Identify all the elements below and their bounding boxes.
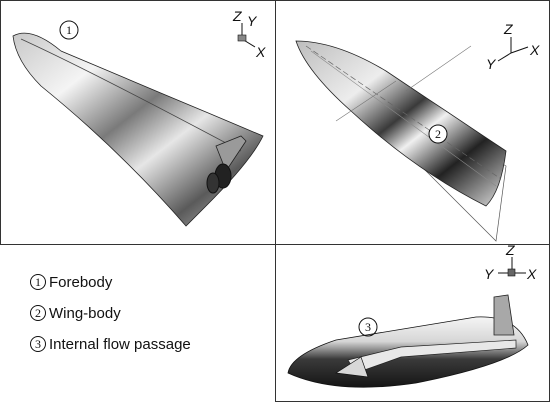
- forebody-axis-x: X: [255, 44, 266, 60]
- wingbody-axis-y: Y: [486, 56, 497, 72]
- flowpath-tail-fin: [493, 294, 515, 336]
- wingbody-axis-x: X: [529, 42, 540, 58]
- legend-mark: 2: [30, 305, 46, 321]
- legend-item-wingbody: 2 Wing-body: [30, 299, 260, 327]
- forebody-number-circle: [59, 20, 79, 40]
- flowpath-number-circle: [358, 317, 378, 337]
- flowpath-drawing: 3 Z X Y: [287, 245, 537, 388]
- wingbody-panel: 2 Z X Y: [275, 0, 550, 245]
- wingbody-shape: [295, 40, 507, 207]
- forebody-axis-y: Y: [247, 13, 258, 29]
- wingbody-drawing: 2 Z X Y: [295, 21, 540, 242]
- legend-item-flow-passage: 3 Internal flow passage: [30, 330, 260, 358]
- flowpath-panel: 3 Z X Y: [275, 244, 550, 402]
- legend-mark: 3: [30, 336, 46, 352]
- forebody-ridge-line: [20, 38, 242, 152]
- flowpath-axis-x: X: [526, 266, 537, 282]
- wingbody-centerline-2: [310, 50, 497, 187]
- legend-label: Wing-body: [49, 304, 121, 322]
- flowpath-axis-z: Z: [505, 245, 515, 258]
- wingbody-section-line: [335, 45, 472, 122]
- wingbody-axis-z: Z: [503, 21, 513, 37]
- forebody-number: 1: [66, 23, 72, 37]
- forebody-engine-outlet-2: [206, 172, 220, 194]
- forebody-drawing: 1 Z Y X: [12, 8, 266, 227]
- wingbody-number: 2: [435, 127, 441, 141]
- forebody-panel: 1 Z Y X: [0, 0, 276, 245]
- legend-mark: 1: [30, 274, 46, 290]
- forebody-axis-z: Z: [232, 8, 242, 24]
- legend-label: Internal flow passage: [49, 335, 191, 353]
- flowpath-axis-triad: Z X Y: [484, 245, 537, 282]
- wingbody-axis-triad: Z X Y: [486, 21, 540, 72]
- forebody-tail-fin: [215, 135, 247, 172]
- legend-label: Forebody: [49, 273, 113, 291]
- forebody-shape: [12, 32, 264, 227]
- legend-item-forebody: 1 Forebody: [30, 268, 260, 296]
- flowpath-number: 3: [365, 320, 371, 334]
- wingbody-number-circle: [428, 124, 448, 144]
- flowpath-inlet: [334, 356, 369, 378]
- flowpath-axis-y: Y: [484, 266, 495, 282]
- wingbody-centerline: [305, 45, 502, 180]
- legend: 1 Forebody 2 Wing-body 3 Internal flow p…: [30, 268, 260, 378]
- forebody-axis-triad: Z Y X: [232, 8, 266, 60]
